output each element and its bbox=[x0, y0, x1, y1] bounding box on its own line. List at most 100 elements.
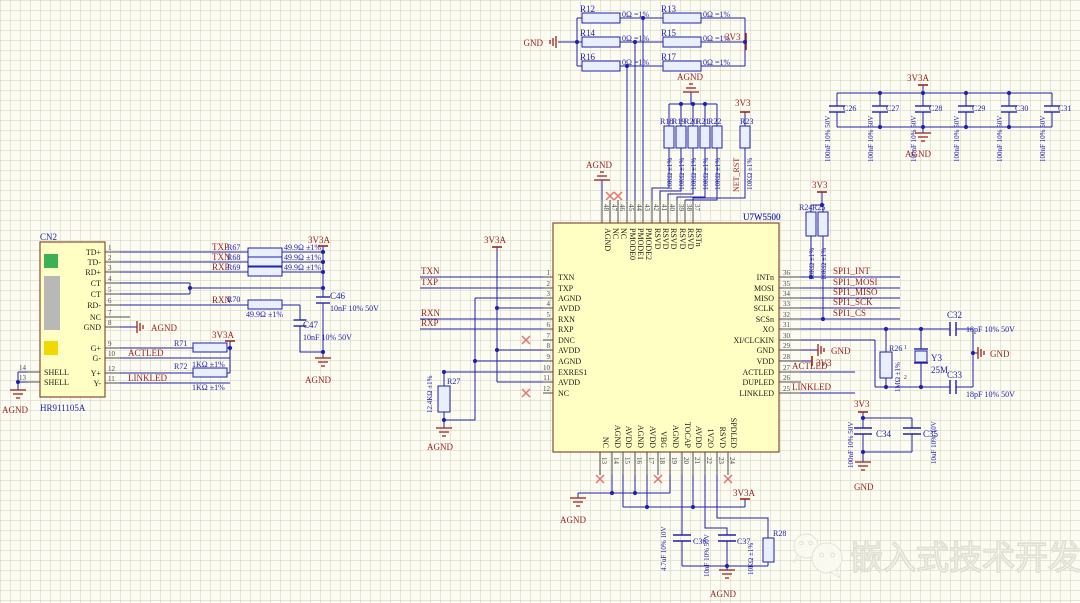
wire bbox=[704, 475, 728, 535]
component-label: C47 bbox=[303, 320, 319, 330]
net-label: GND bbox=[854, 482, 874, 492]
component-label: 10KΩ ±1% bbox=[678, 158, 686, 190]
component-label: 10KΩ ±1% bbox=[690, 158, 698, 190]
connector-designator: CN2 bbox=[40, 232, 57, 242]
pin-name: RSVD bbox=[669, 228, 678, 250]
pin-number: 17 bbox=[647, 457, 655, 465]
pin-name: XO bbox=[762, 325, 774, 334]
component-label: 10nF 10% 50V bbox=[303, 333, 352, 342]
pin-number: 4 bbox=[547, 300, 551, 308]
pin-name: NC bbox=[611, 228, 620, 239]
pin-number: 10 bbox=[543, 364, 551, 372]
wire bbox=[667, 148, 694, 200]
component-label: C33 bbox=[947, 370, 963, 380]
component-label: R67 bbox=[227, 243, 240, 252]
net-label: RXP bbox=[212, 262, 230, 272]
wire bbox=[299, 326, 323, 353]
component-label: 10KΩ ±1% bbox=[702, 158, 710, 190]
no-connect-x bbox=[653, 474, 663, 484]
pin-name: RSVD bbox=[678, 228, 687, 250]
junction-dot bbox=[690, 101, 696, 107]
junction-dot bbox=[883, 384, 889, 390]
component-label: 10KΩ ±1% bbox=[746, 158, 754, 190]
junction-dot bbox=[920, 90, 926, 96]
resistor-body bbox=[581, 60, 621, 72]
net-label: 3V3A bbox=[308, 235, 330, 245]
pin-name: ACTLED bbox=[742, 368, 774, 377]
pin-number: 1 bbox=[547, 269, 551, 277]
pin-number: 32 bbox=[783, 311, 791, 319]
pin-name: PMODE1 bbox=[636, 228, 645, 260]
component-label: 49.9Ω ±1% bbox=[284, 243, 321, 252]
component-label: R13 bbox=[661, 4, 677, 14]
pin-number: 6 bbox=[108, 297, 112, 305]
pin-number: 39 bbox=[677, 204, 685, 212]
net-label: AGND bbox=[677, 72, 703, 82]
pin-name: RXN bbox=[558, 315, 575, 324]
component-label: R71 bbox=[174, 339, 187, 348]
pin-name: AGND bbox=[613, 425, 622, 448]
no-connect-x bbox=[521, 388, 531, 398]
pin-name: Y+ bbox=[91, 369, 102, 378]
net-label: LINKLED bbox=[792, 382, 831, 392]
component-label: 1KΩ ±1% bbox=[192, 383, 225, 392]
junction-dot bbox=[742, 39, 748, 45]
pin-name: AGND bbox=[671, 425, 680, 448]
component-label: C27 bbox=[886, 104, 899, 113]
net-label: AGND bbox=[427, 442, 453, 452]
pin-number: 22 bbox=[705, 457, 713, 465]
pin-name: NC bbox=[601, 437, 610, 448]
resistor-body bbox=[581, 36, 621, 48]
component-label: 0Ω =1% bbox=[703, 10, 730, 19]
resistor-body bbox=[711, 125, 723, 149]
pin-number: 37 bbox=[693, 204, 701, 212]
pin-number: 42 bbox=[652, 204, 660, 212]
net-label: TXN bbox=[212, 252, 231, 262]
resistor-body bbox=[663, 125, 675, 149]
net-label: TXN bbox=[421, 266, 440, 276]
net-label: TXP bbox=[421, 277, 438, 287]
component-label: R25 bbox=[812, 203, 825, 212]
component-label: 10KΩ ±1% bbox=[808, 248, 816, 280]
junction-dot bbox=[187, 285, 193, 291]
pin-name: RSVD bbox=[661, 228, 670, 250]
pin-name: XI/CLCKIN bbox=[734, 336, 775, 345]
pin-number: 5 bbox=[547, 311, 551, 319]
pin-number: 7 bbox=[547, 332, 551, 340]
resistor-body bbox=[247, 299, 283, 310]
net-label: LINKLED bbox=[128, 373, 167, 383]
pin-number: 30 bbox=[783, 332, 791, 340]
net-label: AGND bbox=[905, 149, 931, 159]
component-label: 4.7uF 10% 10V bbox=[660, 526, 668, 571]
resistor-body bbox=[879, 351, 893, 379]
component-label: 49.9Ω ±1% bbox=[284, 253, 321, 262]
net-label: GND bbox=[831, 346, 851, 356]
junction-dot bbox=[963, 124, 969, 130]
wechat-icon bbox=[793, 533, 843, 580]
pin-number: 1 bbox=[108, 244, 112, 252]
junction-dot bbox=[609, 490, 615, 496]
net-label: GND bbox=[524, 38, 544, 48]
junction-dot bbox=[860, 415, 866, 421]
component-label: 10uF 10% 10V bbox=[930, 421, 938, 464]
resistor-body bbox=[762, 537, 775, 563]
net-label: AGND bbox=[305, 375, 331, 385]
component-label: 100nF 10% 50V bbox=[867, 116, 875, 162]
junction-dot bbox=[472, 358, 478, 364]
net-label: SPI1_CS bbox=[833, 308, 866, 318]
component-label: R24 bbox=[799, 203, 812, 212]
pin-name: DUPLED bbox=[742, 378, 774, 387]
junction-dot bbox=[644, 504, 650, 510]
pin-number: 20 bbox=[682, 457, 690, 465]
component-label: R18 bbox=[660, 117, 673, 126]
component-label: 49.9Ω ±1% bbox=[284, 263, 321, 272]
net-label: 3V3A bbox=[733, 488, 755, 498]
component-label: R17 bbox=[661, 52, 677, 62]
junction-dot bbox=[920, 124, 926, 130]
pin-number: 14 bbox=[19, 364, 27, 372]
pin-number: 26 bbox=[783, 374, 791, 382]
pin-number: 27 bbox=[783, 364, 791, 372]
pin-name: MOSI bbox=[754, 284, 774, 293]
pin-name: PMODE2 bbox=[644, 228, 653, 260]
